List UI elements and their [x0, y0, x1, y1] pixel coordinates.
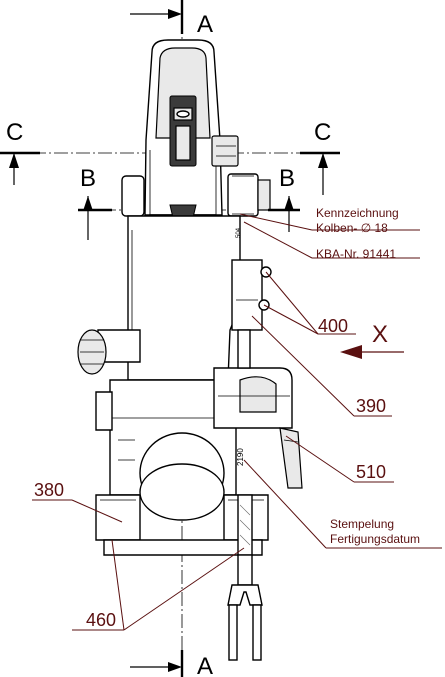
- note-kba-number: KBA-Nr. 91441: [316, 247, 396, 261]
- section-a-bottom-label: A: [197, 653, 213, 677]
- leader-lines: [32, 213, 442, 631]
- stamp-marking: 2190: [236, 448, 245, 466]
- part-number-460: 460: [86, 610, 116, 630]
- section-c-left: [0, 151, 40, 185]
- lower-clamp-block: [95, 463, 269, 556]
- note-kennzeichnung: Kennzeichnung: [316, 206, 399, 220]
- part-number-400: 400: [318, 316, 348, 336]
- stamp-marking-small: 504: [236, 227, 242, 238]
- section-c-right: [300, 151, 340, 195]
- right-bracket: [213, 259, 293, 429]
- note-kolben-diameter: Kolben- ∅ 18: [316, 221, 388, 235]
- section-c-left-label: C: [6, 119, 23, 146]
- part-number-510: 510: [356, 462, 386, 482]
- section-b-left-label: B: [80, 165, 96, 192]
- upper-lever: [144, 39, 223, 216]
- lower-fork: [227, 494, 263, 661]
- view-x-label: X: [372, 321, 388, 348]
- section-b-left: [78, 196, 112, 240]
- section-c-right-label: C: [314, 119, 331, 146]
- view-x-arrow: [340, 345, 404, 359]
- part-number-380: 380: [34, 480, 64, 500]
- section-b-right: [268, 196, 300, 232]
- part-number-390: 390: [356, 396, 386, 416]
- stamp-area: 2190 504: [236, 227, 245, 466]
- switch-lever: [279, 427, 303, 489]
- note-fertigungsdatum: Fertigungsdatum: [330, 532, 420, 546]
- section-a-top: [130, 0, 184, 34]
- section-a-bottom: [130, 650, 184, 677]
- note-stempelung: Stempelung: [330, 517, 394, 531]
- section-b-right-label: B: [279, 165, 295, 192]
- section-a-top-label: A: [197, 11, 213, 38]
